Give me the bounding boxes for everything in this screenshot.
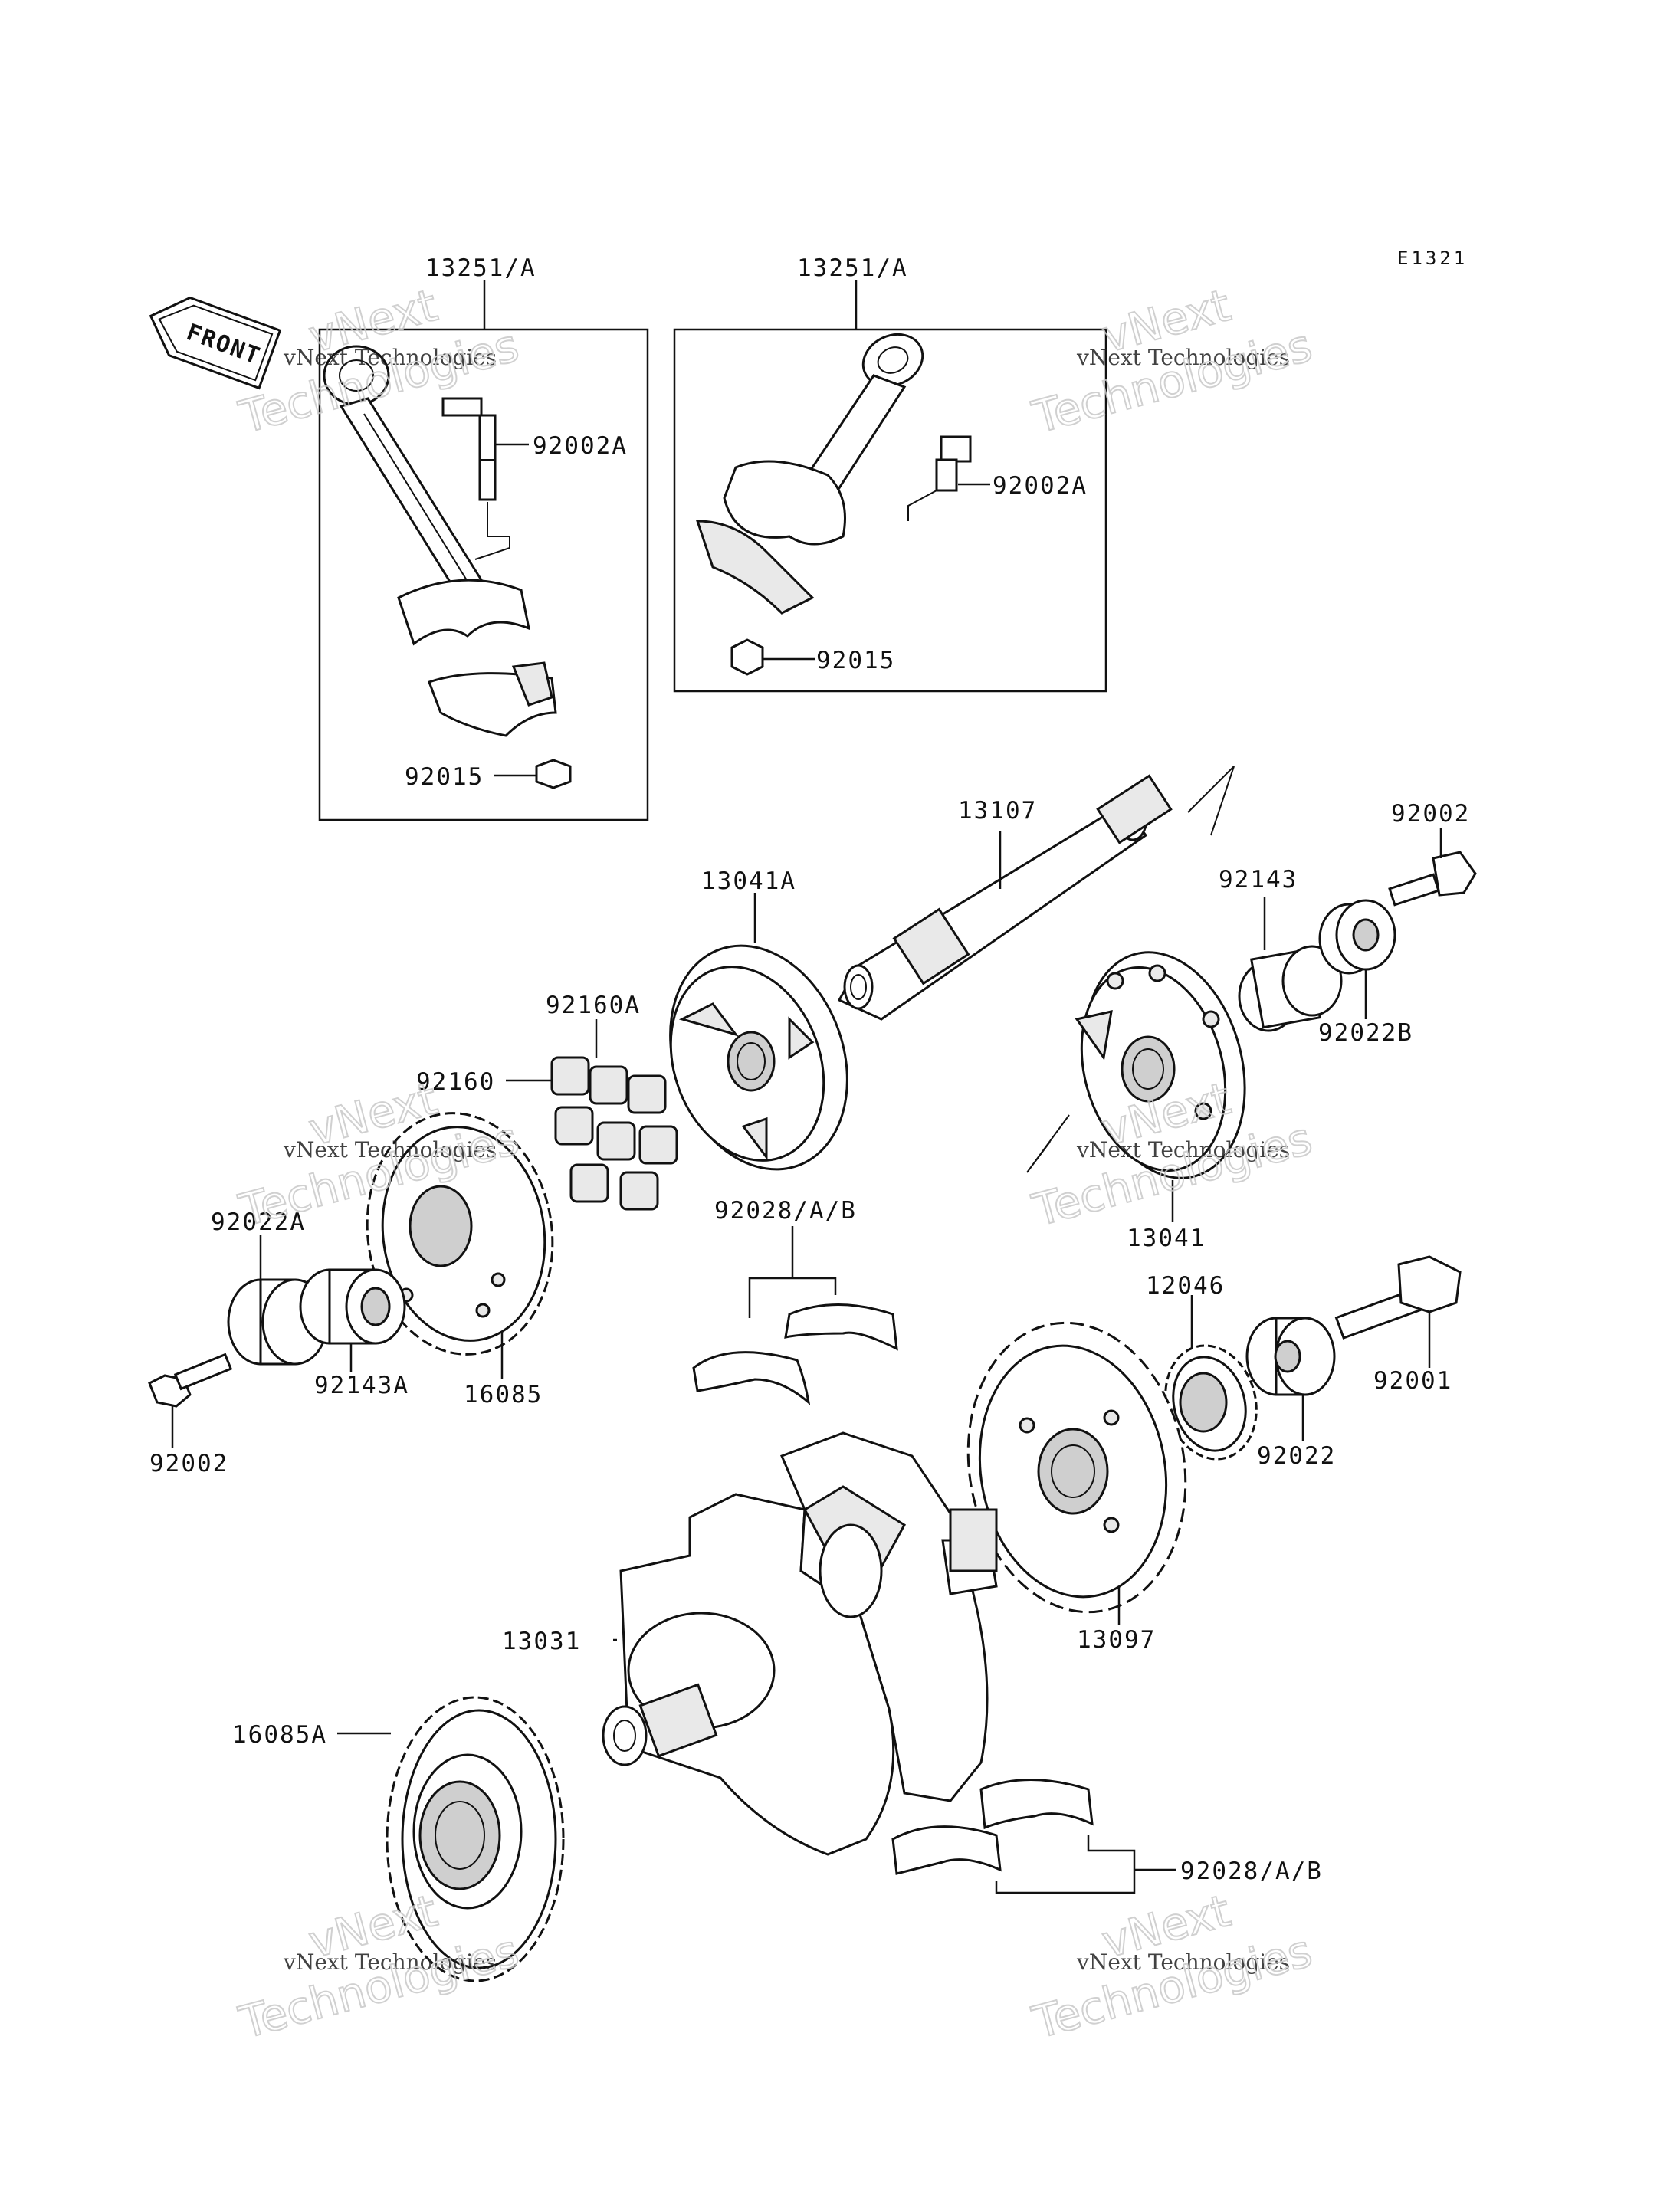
damper-rubbers	[506, 1019, 678, 1211]
label-bolt-right: 92002A	[993, 472, 1088, 500]
crankshaft	[602, 1431, 998, 1856]
conrod-box-left: 13251/A 92002A 92015	[318, 254, 649, 821]
label-nut-left: 92015	[405, 763, 484, 791]
gear	[366, 1112, 554, 1379]
bolt-top-right	[1388, 828, 1477, 907]
label-hub-a: 13041A	[701, 867, 796, 895]
connecting-rod-left	[323, 345, 531, 646]
bearing-bottom	[891, 1779, 1176, 1894]
label-damper: 92160	[416, 1068, 495, 1096]
bearing-top	[692, 1226, 898, 1405]
label-damper-a: 92160A	[546, 992, 641, 1019]
watermark-line: vNext Technologies	[1076, 345, 1290, 370]
label-bolt-left-bottom: 92002	[149, 1450, 228, 1477]
label-collar: 92143	[1219, 866, 1298, 894]
hub-a	[669, 893, 848, 1171]
label-bolt-top-right: 92002	[1391, 800, 1470, 828]
rod-cap-left	[428, 661, 557, 737]
label-nut-right: 92015	[816, 647, 895, 674]
front-arrow-icon: FRONT	[149, 296, 282, 390]
label-bearing-top: 92028/A/B	[714, 1197, 857, 1225]
label-gear: 16085	[464, 1381, 543, 1408]
nut-left	[494, 759, 572, 789]
watermark-line: vNext Technologies	[283, 1137, 497, 1162]
bolt-left-bottom	[148, 1353, 233, 1448]
bolt-left	[441, 397, 529, 560]
label-hub: 13041	[1127, 1225, 1206, 1252]
watermark-line: vNext Technologies	[1076, 1137, 1290, 1162]
watermark-line: vNext Technologies	[1076, 1949, 1290, 1975]
hub	[1026, 951, 1246, 1222]
watermark-line: vNext Technologies	[283, 1949, 497, 1975]
connecting-rod-right	[695, 333, 924, 615]
bolt-right	[907, 435, 990, 521]
label-conrod-right: 13251/A	[797, 254, 908, 282]
gear-a	[337, 1696, 565, 1982]
label-bolt-main: 92001	[1373, 1367, 1452, 1395]
collar-a	[299, 1268, 406, 1372]
watermark-bottom-right: vNext Technologies vNext Technologies	[1026, 1884, 1317, 2050]
label-washer: 92022	[1257, 1442, 1336, 1470]
label-sprocket: 13097	[1077, 1626, 1156, 1654]
conrod-box-right: 13251/A 92002A 92015	[673, 254, 1107, 693]
diagram-code: E1321	[1397, 248, 1468, 269]
washer-b	[1318, 899, 1396, 1019]
label-washer-a: 92022A	[211, 1208, 306, 1236]
shaft	[837, 766, 1235, 1021]
nut-right	[730, 638, 815, 676]
label-conrod-left: 13251/A	[425, 254, 536, 282]
collar	[1238, 897, 1343, 1032]
label-bolt-left: 92002A	[533, 432, 628, 460]
label-gear-a: 16085A	[232, 1721, 327, 1749]
watermark-top-right: vNext Technologies vNext Technologies	[1026, 278, 1317, 444]
label-crankshaft: 13031	[502, 1628, 581, 1655]
bolt-main	[1334, 1255, 1462, 1368]
label-bearing-bottom: 92028/A/B	[1180, 1858, 1323, 1885]
label-collar-a: 92143A	[314, 1372, 409, 1399]
washer	[1245, 1317, 1336, 1441]
label-sprocket-small: 12046	[1146, 1272, 1225, 1300]
sprocket-small	[1164, 1295, 1258, 1461]
watermark-line: vNext Technologies	[283, 345, 497, 370]
label-shaft: 13107	[958, 797, 1037, 825]
label-washer-b: 92022B	[1318, 1019, 1413, 1047]
sprocket	[966, 1321, 1187, 1625]
